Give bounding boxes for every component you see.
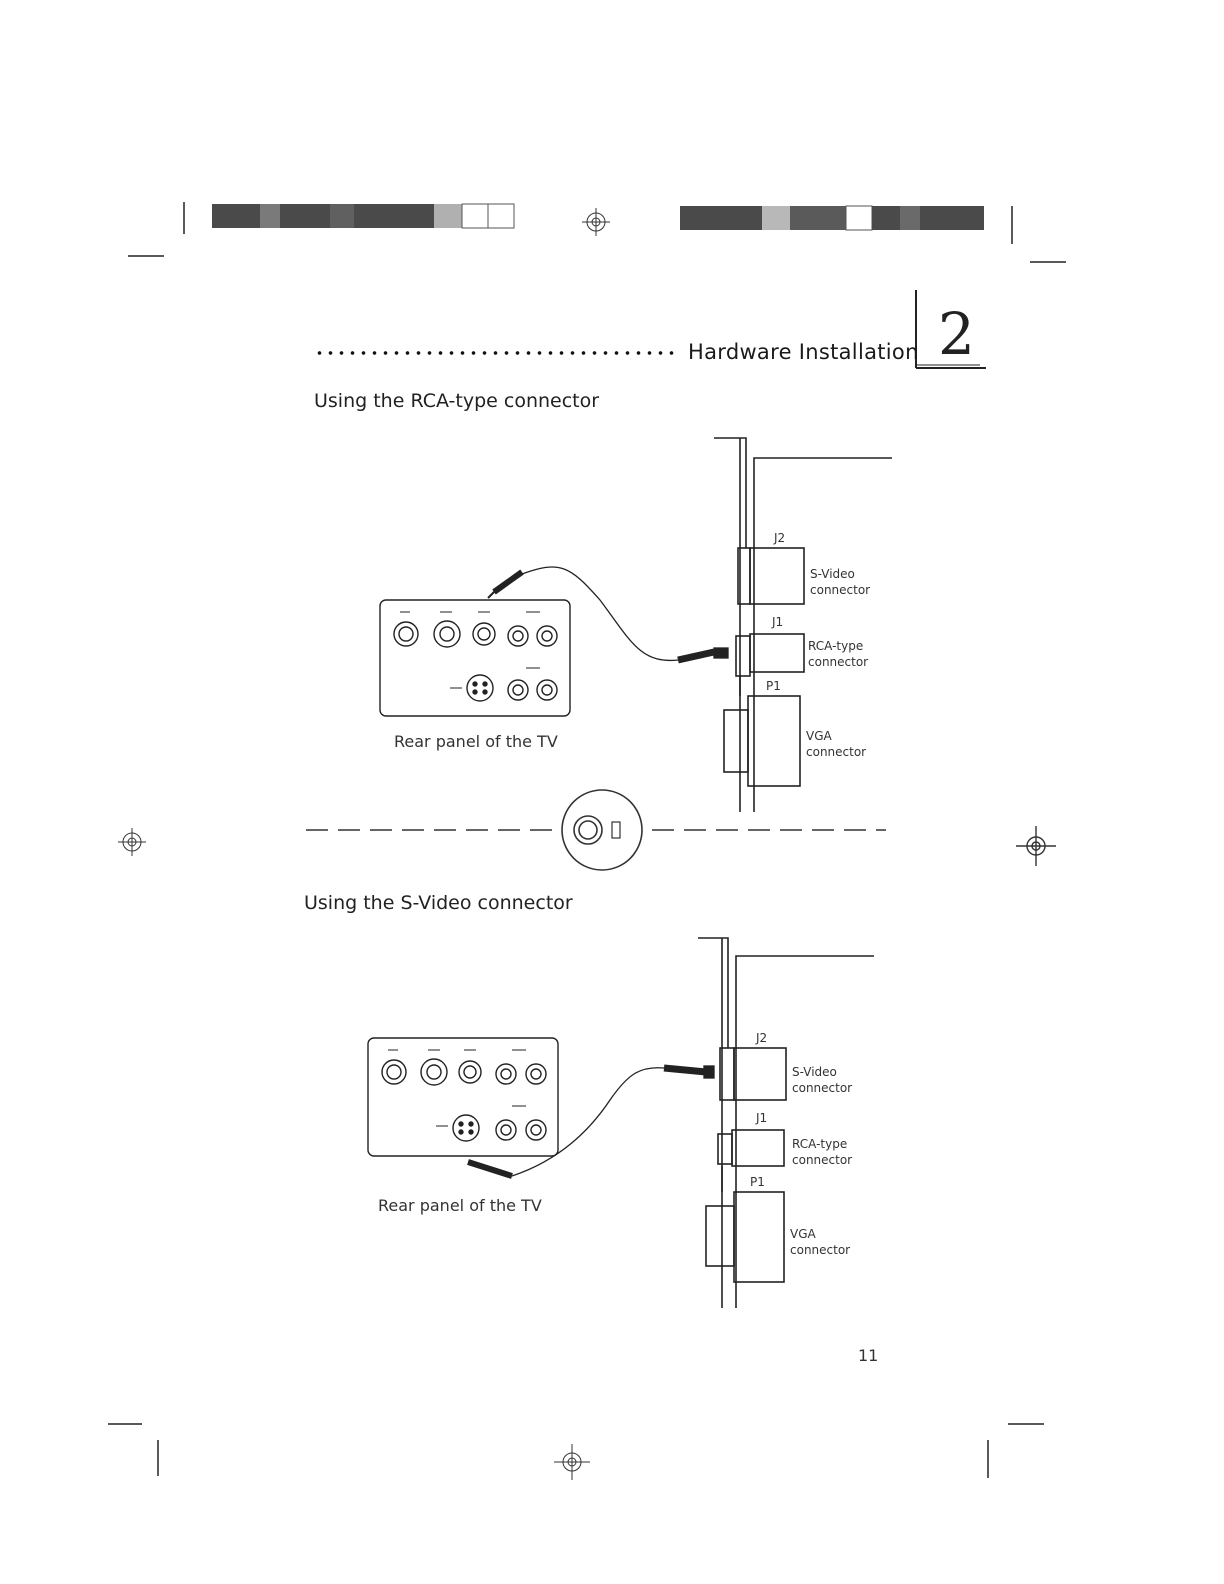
chapter-number: 2 (938, 300, 975, 368)
tv-rear-panel (380, 600, 570, 716)
label-p1: P1 (750, 1174, 765, 1190)
label-rca-line1: RCA-type (792, 1136, 852, 1152)
label-j1: J1 (756, 1110, 767, 1126)
label-rca-connector: RCA-type connector (792, 1136, 852, 1168)
rca-cable (488, 567, 728, 660)
header-title: Hardware Installation (688, 340, 919, 364)
label-j2: J2 (774, 530, 785, 546)
label-p1: P1 (766, 678, 781, 694)
tv-caption: Rear panel of the TV (378, 1196, 542, 1215)
label-vga-connector: VGA connector (790, 1226, 850, 1258)
label-vga-line1: VGA (790, 1226, 850, 1242)
label-vga-line1: VGA (806, 728, 866, 744)
registration-target-icon (118, 828, 146, 856)
label-svideo-line2: connector (792, 1080, 852, 1096)
label-j1: J1 (772, 614, 783, 630)
registration-target-icon (582, 208, 610, 236)
label-j2: J2 (756, 1030, 767, 1046)
label-rca-connector: RCA-type connector (808, 638, 868, 670)
registration-target-icon (554, 1444, 590, 1480)
section-heading-svideo: Using the S-Video connector (304, 892, 573, 914)
label-svideo-line1: S-Video (792, 1064, 852, 1080)
label-vga-line2: connector (790, 1242, 850, 1258)
label-vga-line2: connector (806, 744, 866, 760)
label-rca-line2: connector (792, 1152, 852, 1168)
label-vga-connector: VGA connector (806, 728, 866, 760)
label-rca-line2: connector (808, 654, 868, 670)
registration-bar-right (680, 206, 984, 230)
section-heading-rca: Using the RCA-type connector (314, 390, 599, 412)
label-svideo-line1: S-Video (810, 566, 870, 582)
registration-bar-left (212, 204, 514, 228)
svideo-cable (468, 1066, 714, 1176)
header-dot-leader (314, 349, 680, 357)
label-svideo-connector: S-Video connector (792, 1064, 852, 1096)
page-number: 11 (858, 1346, 878, 1365)
registration-target-icon (1016, 826, 1056, 866)
label-svideo-connector: S-Video connector (810, 566, 870, 598)
label-svideo-line2: connector (810, 582, 870, 598)
section-divider (306, 790, 886, 870)
tv-caption: Rear panel of the TV (394, 732, 558, 751)
label-rca-line1: RCA-type (808, 638, 868, 654)
tv-rear-panel (368, 1038, 558, 1156)
